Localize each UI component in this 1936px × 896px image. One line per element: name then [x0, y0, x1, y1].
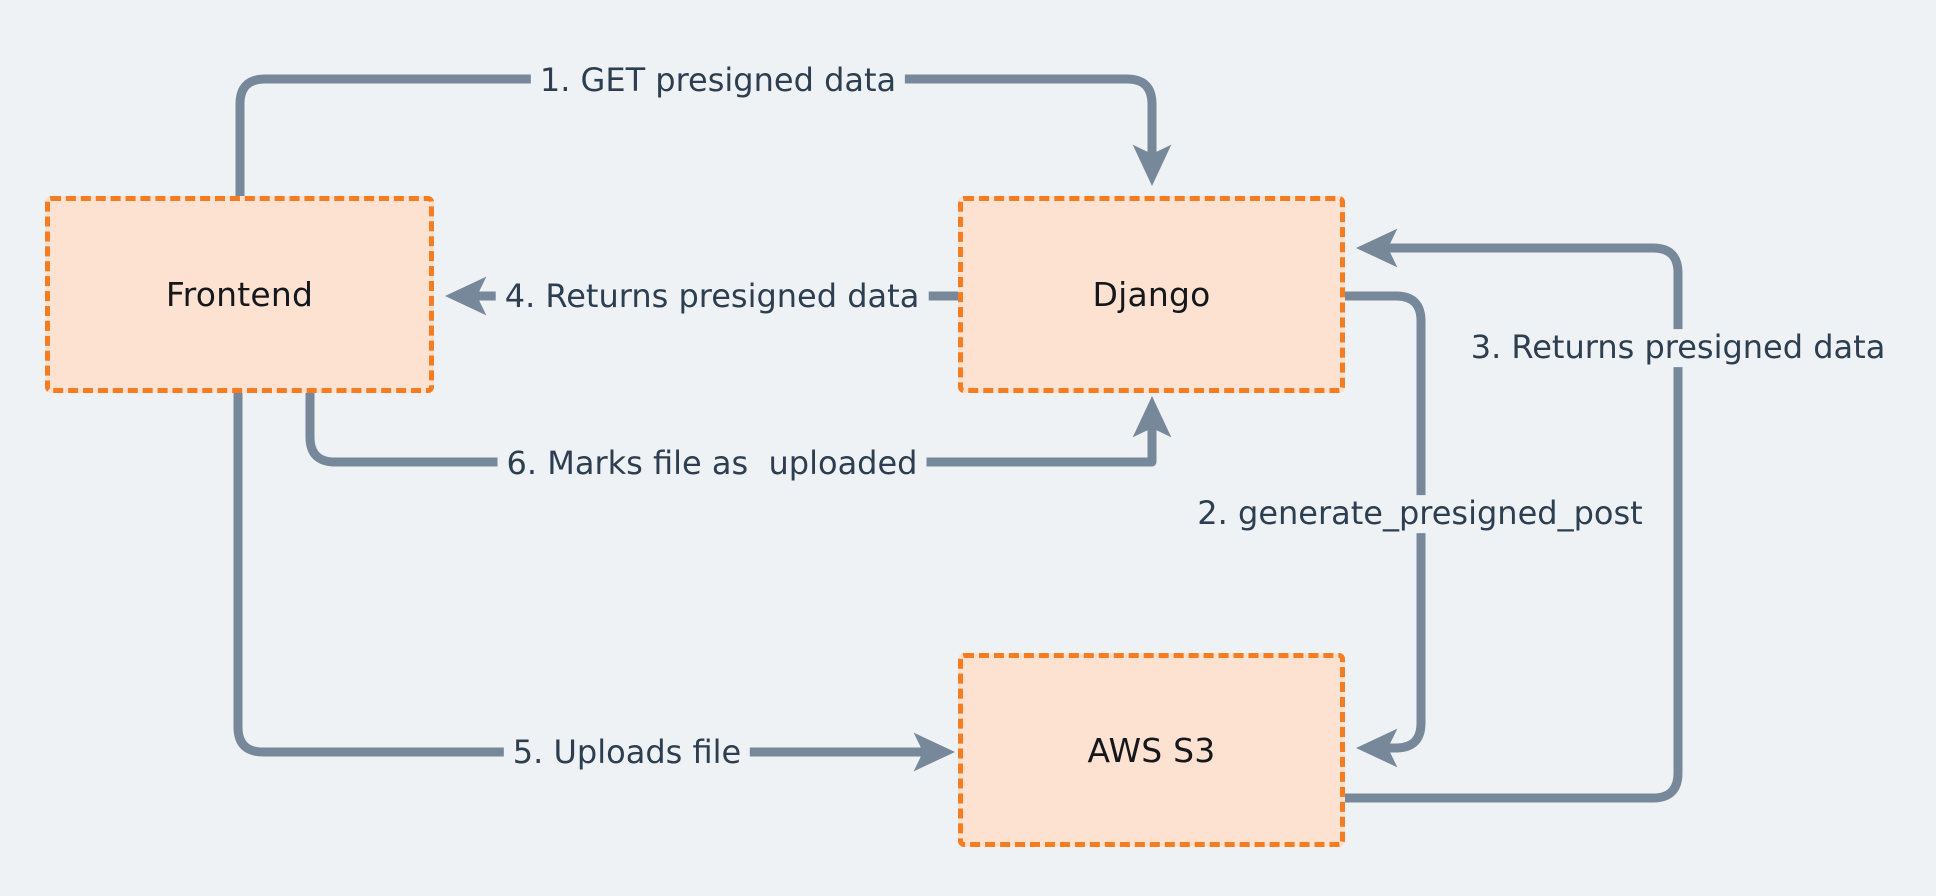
node-aws-s3[interactable]: AWS S3 [958, 653, 1345, 847]
node-django[interactable]: Django [958, 196, 1345, 393]
node-frontend[interactable]: Frontend [45, 196, 434, 393]
edge-label-1: 1. GET presigned data [530, 61, 906, 100]
node-django-label: Django [1092, 275, 1211, 314]
edge-label-3: 3. Returns presigned data [1461, 328, 1895, 367]
edge-label-2: 2. generate_presigned_post [1188, 494, 1652, 533]
edge-path-5 [233, 388, 956, 772]
edge-label-6: 6. Marks file as uploaded [497, 444, 927, 483]
node-frontend-label: Frontend [165, 275, 314, 314]
edge-label-4: 4. Returns presigned data [495, 277, 929, 316]
node-aws-s3-label: AWS S3 [1087, 730, 1216, 770]
edge-path-3 [1340, 228, 1683, 803]
edge-path-6 [305, 388, 1172, 467]
edge-label-5: 5. Uploads file [503, 733, 751, 772]
